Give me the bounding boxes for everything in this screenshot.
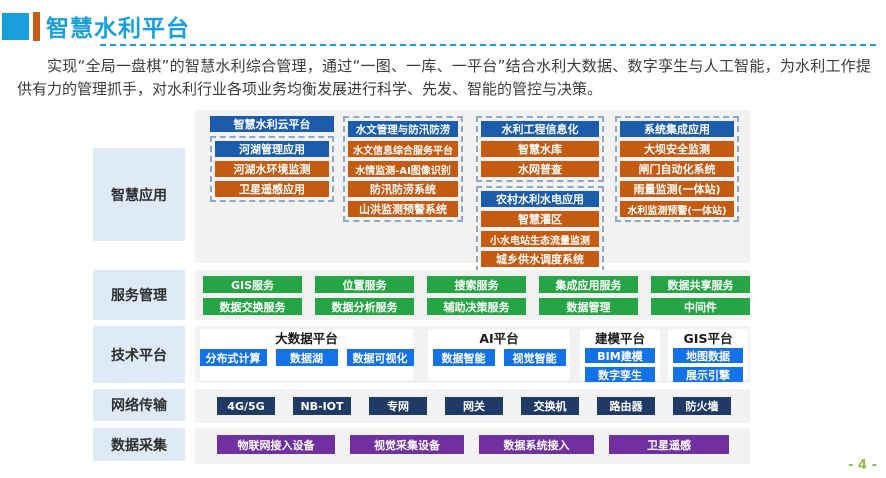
collect-item: 物联网接入设备 <box>217 435 335 454</box>
page-title: 智慧水利平台 <box>46 16 190 42</box>
collect-item: 数据系统接入 <box>479 435 594 454</box>
tech-item: 数字孪生 <box>585 367 655 382</box>
tech-item: 数据智能 <box>432 349 495 366</box>
title-accent-bar <box>33 12 40 41</box>
app-header: 智慧水利云平台 <box>210 116 334 132</box>
app-item: 水利监测预警(一体站) <box>620 201 734 217</box>
app-item: 大坝安全监测 <box>620 141 734 157</box>
app-item: 城乡供水调度系统 <box>481 251 599 267</box>
collect-row: 物联网接入设备 视觉采集设备 数据系统接入 卫星遥感 <box>217 435 729 454</box>
apps-column-integration: 系统集成应用 大坝安全监测 闸门自动化系统 雨量监测(一体站) 水利监测预警(一… <box>615 116 739 222</box>
network-band: 4G/5G NB-IOT 专网 网关 交换机 路由器 防火墙 <box>195 389 750 423</box>
app-item: 智慧水库 <box>481 141 599 157</box>
tech-item: 视觉智能 <box>503 349 566 366</box>
app-item: 水文信息综合服务平台 <box>348 141 458 157</box>
apps-band: 智慧水利云平台 河湖管理应用 河湖水环境监测 卫星遥感应用 水文管理与防汛防涝 … <box>195 110 750 272</box>
service-item: 数据管理 <box>539 298 638 315</box>
tech-item: BIM建模 <box>585 348 655 363</box>
app-group: 河湖管理应用 河湖水环境监测 卫星遥感应用 <box>210 136 334 202</box>
app-group: 水利工程信息化 智慧水库 水网普查 <box>476 116 604 182</box>
layer-label-network: 网络传输 <box>93 389 185 421</box>
title-underline <box>100 44 876 46</box>
app-group: 农村水利水电应用 智慧灌区 小水电站生态流量监测 城乡供水调度系统 <box>476 186 604 272</box>
collect-item: 视觉采集设备 <box>350 435 464 454</box>
app-header: 农村水利水电应用 <box>481 191 599 207</box>
service-item: 数据分析服务 <box>315 298 414 315</box>
tech-item: 数据湖 <box>275 349 338 366</box>
app-header: 水利工程信息化 <box>481 121 599 137</box>
app-group: 系统集成应用 大坝安全监测 闸门自动化系统 雨量监测(一体站) 水利监测预警(一… <box>615 116 739 222</box>
tech-item: 展示引擎 <box>673 367 743 382</box>
tech-platform-title: 大数据平台 <box>275 331 338 346</box>
app-item: 防汛防涝系统 <box>348 181 458 197</box>
apps-column-cloud: 智慧水利云平台 河湖管理应用 河湖水环境监测 卫星遥感应用 <box>210 116 334 202</box>
layer-label-apps: 智慧应用 <box>93 148 185 241</box>
services-band: GIS服务 位置服务 搜索服务 集成应用服务 数据共享服务 数据交换服务 数据分… <box>195 270 750 320</box>
apps-column-engineering: 水利工程信息化 智慧水库 水网普查 农村水利水电应用 智慧灌区 小水电站生态流量… <box>476 116 604 272</box>
services-grid: GIS服务 位置服务 搜索服务 集成应用服务 数据共享服务 数据交换服务 数据分… <box>203 276 750 315</box>
tech-platform-modeling: 建模平台 BIM建模 数字孪生 <box>580 329 660 382</box>
service-item: 搜索服务 <box>427 276 526 293</box>
intro-paragraph: 实现“全局一盘棋”的智慧水利综合管理，通过“一图、一库、一平台”结合水利大数据、… <box>17 57 871 99</box>
tech-platform-bigdata: 大数据平台 分布式计算 数据湖 数据可视化 <box>199 329 414 380</box>
tech-platform-gis: GIS平台 地图数据 展示引擎 <box>668 329 748 382</box>
app-item: 小水电站生态流量监测 <box>481 231 599 247</box>
tech-platform-ai: AI平台 数据智能 视觉智能 <box>428 329 570 380</box>
layer-label-tech: 技术平台 <box>93 326 185 383</box>
service-item: GIS服务 <box>203 276 302 293</box>
layer-label-collect: 数据采集 <box>93 428 185 461</box>
app-subheader: 河湖管理应用 <box>215 141 329 157</box>
title-square-icon <box>2 13 29 40</box>
service-item: 位置服务 <box>315 276 414 293</box>
network-row: 4G/5G NB-IOT 专网 网关 交换机 路由器 防火墙 <box>217 397 731 415</box>
app-header: 水文管理与防汛防涝 <box>348 121 458 137</box>
app-item: 河湖水环境监测 <box>215 161 329 177</box>
app-group: 水文管理与防汛防涝 水文信息综合服务平台 水情监测-AI图像识别 防汛防涝系统 … <box>343 116 463 222</box>
service-item: 中间件 <box>651 298 750 315</box>
app-item: 雨量监测(一体站) <box>620 181 734 197</box>
service-item: 集成应用服务 <box>539 276 638 293</box>
network-item: 防火墙 <box>673 397 731 415</box>
service-item: 辅助决策服务 <box>427 298 526 315</box>
app-item: 水网普查 <box>481 161 599 177</box>
network-item: 网关 <box>445 397 503 415</box>
service-item: 数据共享服务 <box>651 276 750 293</box>
tech-band: 大数据平台 分布式计算 数据湖 数据可视化 AI平台 数据智能 视觉智能 建模平… <box>195 326 750 383</box>
service-item: 数据交换服务 <box>203 298 302 315</box>
collect-item: 卫星遥感 <box>609 435 729 454</box>
app-item: 山洪监测预警系统 <box>348 201 458 217</box>
page-number: - 4 - <box>848 458 877 473</box>
app-header: 系统集成应用 <box>620 121 734 137</box>
app-item: 卫星遥感应用 <box>215 181 329 197</box>
network-item: 4G/5G <box>217 397 275 415</box>
network-item: 路由器 <box>597 397 655 415</box>
tech-platform-title: 建模平台 <box>594 331 645 346</box>
app-item: 水情监测-AI图像识别 <box>348 161 458 177</box>
tech-platform-title: GIS平台 <box>683 331 733 346</box>
tech-item: 分布式计算 <box>199 349 267 366</box>
tech-platform-title: AI平台 <box>479 331 519 346</box>
network-item: 交换机 <box>521 397 579 415</box>
tech-item: 数据可视化 <box>346 349 414 366</box>
app-item: 闸门自动化系统 <box>620 161 734 177</box>
network-item: 专网 <box>369 397 427 415</box>
tech-item: 地图数据 <box>673 348 743 363</box>
network-item: NB-IOT <box>293 397 351 415</box>
layer-label-services: 服务管理 <box>93 270 185 320</box>
collect-band: 物联网接入设备 视觉采集设备 数据系统接入 卫星遥感 <box>195 428 750 464</box>
apps-column-hydrology: 水文管理与防汛防涝 水文信息综合服务平台 水情监测-AI图像识别 防汛防涝系统 … <box>343 116 463 222</box>
app-item: 智慧灌区 <box>481 211 599 227</box>
